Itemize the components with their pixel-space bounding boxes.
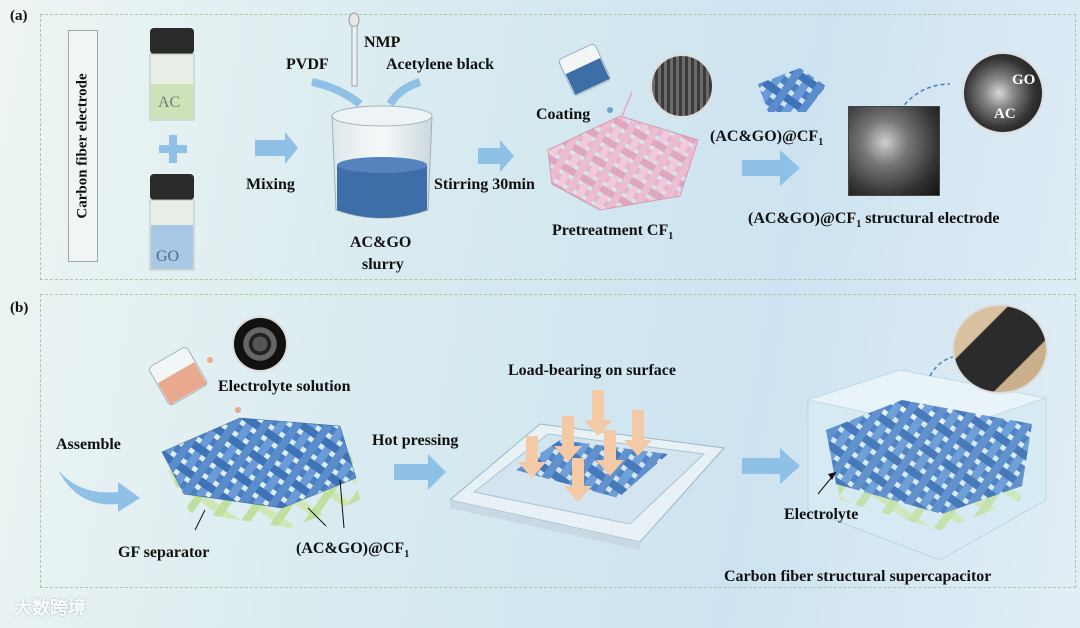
vial-go-label: GO [156, 248, 180, 265]
plus-icon [159, 135, 187, 163]
load-bearing-label: Load-bearing on surface [508, 362, 676, 379]
mixing-arrow [255, 132, 298, 164]
coating-label: Coating [536, 106, 591, 123]
pretreatment-cf-mesh [547, 115, 699, 211]
photo-inset-supercapacitor [952, 304, 1048, 394]
sem-inset-electrolyte [232, 316, 288, 372]
vial-ac [149, 28, 195, 121]
gf-separator-label: GF separator [118, 544, 210, 561]
structural-electrode-label: (AC&GO)@CF1 structural electrode [748, 210, 1000, 231]
acetylene-black-label: Acetylene black [386, 56, 494, 73]
panel-a-label: (a) [10, 8, 28, 24]
pvdf-arrow [311, 78, 363, 108]
vial-ac-label: AC [158, 94, 181, 111]
panel-b-label: (b) [10, 300, 29, 316]
beaker-icon [331, 105, 433, 219]
hot-pressing-arrow [394, 454, 446, 490]
nmp-label: NMP [364, 34, 401, 51]
sem-image-structural-electrode [848, 106, 940, 196]
inset-go-label: GO [1012, 72, 1036, 88]
acetylene-arrow [386, 78, 422, 107]
zoom-arrow [899, 83, 951, 111]
carbon-fiber-electrode-title: Carbon fiber electrode [74, 73, 91, 219]
panel-a-frame [40, 14, 1076, 280]
acgo-cf-label-b: (AC&GO)@CF1 [296, 540, 410, 561]
acgo-cf-layer [161, 417, 357, 509]
electrolyte-solution-label: Electrolyte solution [218, 378, 351, 395]
stirring-arrow [478, 140, 514, 172]
hot-pressing-label: Hot pressing [372, 432, 459, 449]
photo-link-arrow [929, 355, 959, 377]
inset-ac-label: AC [994, 106, 1016, 122]
coated-arrow [742, 150, 800, 186]
assemble-label: Assemble [56, 436, 121, 453]
assemble-arrow [58, 470, 140, 512]
watermark: 大数跨境 [14, 598, 86, 619]
coating-cup-icon [558, 43, 611, 96]
pressing-arrows [518, 390, 652, 502]
final-arrow [742, 448, 800, 484]
cup-electrolyte-icon [148, 346, 208, 406]
panel-b-frame [40, 294, 1076, 588]
pvdf-label: PVDF [286, 56, 329, 73]
carbon-fiber-electrode-box: Carbon fiber electrode [68, 30, 98, 262]
mixing-label: Mixing [246, 176, 295, 193]
supercapacitor-label: Carbon fiber structural supercapacitor [724, 568, 992, 585]
acgo-cf-label-a: (AC&GO)@CF1 [710, 128, 824, 149]
hot-press-plate [448, 423, 726, 550]
slurry-label-line1: AC&GO [350, 234, 412, 251]
vial-go [149, 174, 195, 271]
small-blue-mesh [758, 68, 826, 112]
slurry-label-line2: slurry [362, 256, 404, 273]
dropper-icon [348, 12, 360, 87]
pretreatment-label: Pretreatment CF1 [552, 222, 674, 243]
sem-inset-cf-surface [650, 54, 714, 118]
electrolyte-label: Electrolyte [784, 506, 859, 523]
sem-inset-ac-go [962, 52, 1044, 134]
stirring-label: Stirring 30min [434, 176, 535, 193]
supercapacitor-cube [806, 369, 1048, 561]
